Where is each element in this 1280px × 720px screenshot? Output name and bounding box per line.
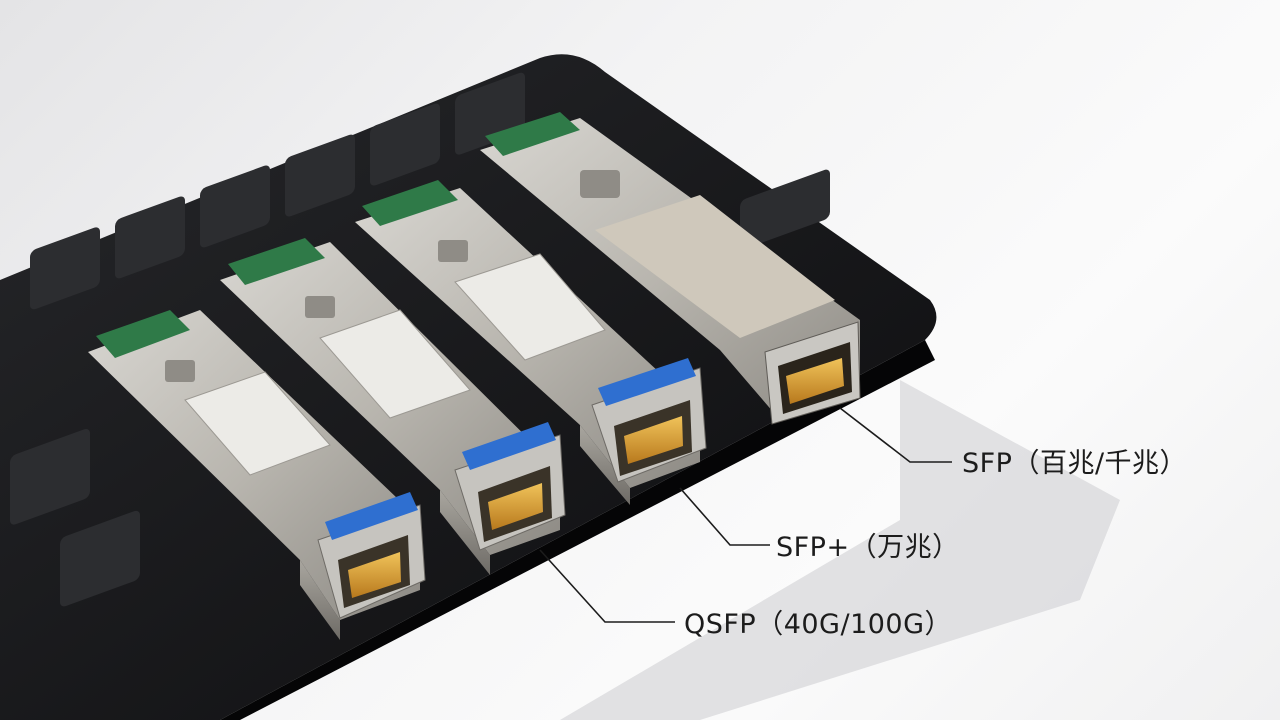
callout-line-sfp <box>839 407 952 463</box>
label-sfp: SFP（百兆/千兆） <box>962 448 1188 479</box>
callout-line-qsfp <box>539 549 675 623</box>
transceiver-module-2 <box>220 238 566 575</box>
label-qsfp: QSFP（40G/100G） <box>684 609 953 640</box>
callout-line-sfp-plus <box>679 487 770 546</box>
transceiver-module-3 <box>355 180 707 505</box>
transceiver-module-1 <box>88 310 426 640</box>
tray-shadow <box>560 380 1120 720</box>
rj45-sfp-module <box>480 112 861 425</box>
label-sfp-plus: SFP+（万兆） <box>776 532 960 563</box>
callout-lines <box>539 407 952 623</box>
